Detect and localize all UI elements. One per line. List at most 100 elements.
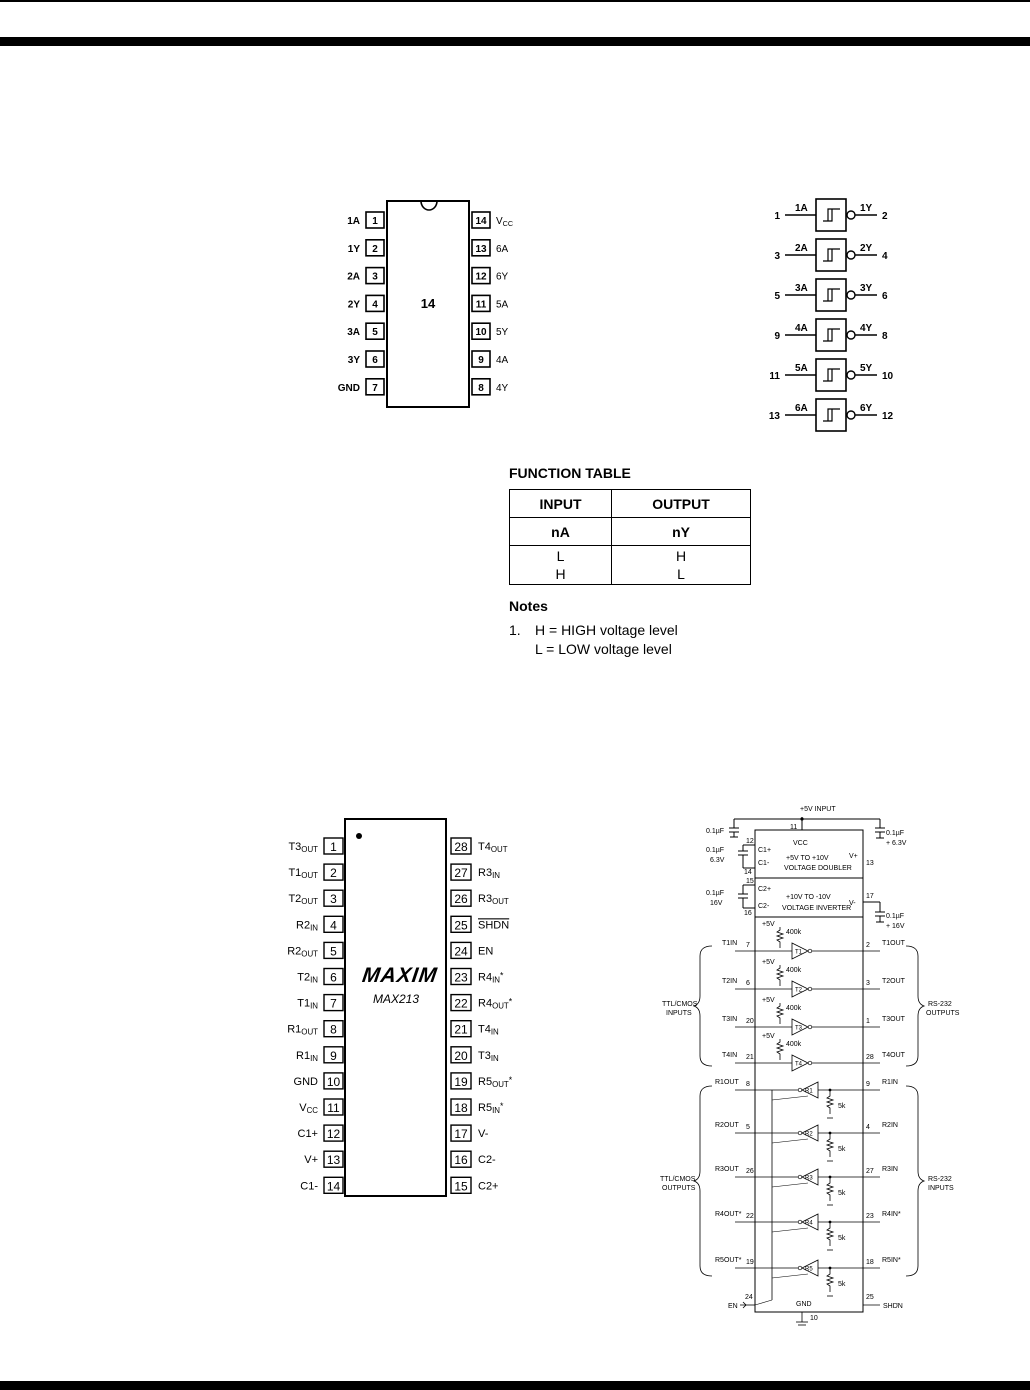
pin-name: R5IN* <box>478 1101 504 1115</box>
sch-ttl-inputs: TTL/CMOS <box>662 1001 698 1008</box>
pin-name: R4OUT* <box>478 997 513 1011</box>
notes-title: Notes <box>509 598 548 614</box>
pin-name: 5Y <box>496 327 509 338</box>
pin-number: 12 <box>475 272 487 283</box>
sch-gnd-pin: 10 <box>810 1315 818 1322</box>
pin-number: 7 <box>372 383 378 394</box>
pin-name: R1IN <box>296 1050 318 1063</box>
pin-box <box>471 377 491 396</box>
pin-name: 5A <box>496 299 509 310</box>
sch-pin: 25 <box>866 1294 874 1301</box>
function-table-title: FUNCTION TABLE <box>509 465 631 481</box>
sch-rx-res: 5k <box>838 1281 846 1288</box>
sch-driver-input: T1IN <box>722 940 737 947</box>
sch-receiver <box>735 1259 880 1297</box>
gate-input-name: 3A <box>795 283 808 294</box>
gate-output-name: 2Y <box>860 243 873 254</box>
pin-box <box>450 1176 472 1195</box>
gate-input-name: 2A <box>795 243 808 254</box>
gate-input-pin: 3 <box>774 251 780 262</box>
pin-box <box>323 1072 344 1090</box>
sch-receiver-input: R4IN* <box>882 1211 901 1218</box>
pin-box <box>365 239 385 257</box>
sch-driver <box>735 927 880 960</box>
note-line-1: H = HIGH voltage level <box>535 622 678 638</box>
pin-box <box>471 266 491 285</box>
pin-box <box>450 1124 472 1142</box>
sch-pullup-v: +5V <box>762 1033 775 1040</box>
pin-number: 22 <box>454 997 468 1011</box>
sch-doubler-label: VOLTAGE DOUBLER <box>784 865 852 872</box>
sch-receiver-input: R5IN* <box>882 1257 901 1264</box>
pin-name: T2IN <box>297 972 318 985</box>
sch-receiver-input: R3IN <box>882 1166 898 1173</box>
pin-box <box>450 1020 472 1038</box>
pin-number: 23 <box>454 971 468 985</box>
gate-output-pin: 12 <box>882 411 894 422</box>
gate-output-name: 5Y <box>860 363 873 374</box>
sch-cap-value: 0.1µF <box>706 828 724 835</box>
sch-pin-label: C2- <box>758 903 770 910</box>
pin-name: GND <box>338 383 360 394</box>
pin-name: R3IN <box>478 867 500 880</box>
pin-name: C2- <box>478 1154 496 1166</box>
sch-driver-output: T4OUT <box>882 1052 906 1059</box>
sch-receiver-output: R2OUT <box>715 1122 739 1129</box>
sch-cap-rating: 16V <box>710 900 723 907</box>
pin-name: 4A <box>496 355 509 366</box>
max213-part-label: MAX213 <box>373 992 419 1006</box>
sch-pin: 21 <box>746 1054 754 1061</box>
pin-name: 6Y <box>496 272 509 283</box>
pin-name: SHDN <box>478 919 509 931</box>
pin-number: 4 <box>372 299 378 310</box>
sch-ttl-outputs: TTL/CMOS <box>660 1176 696 1183</box>
sch-pin: 3 <box>866 980 870 987</box>
sch-pin-label: C2+ <box>758 886 771 893</box>
gate-output-name: 3Y <box>860 283 873 294</box>
pin-number: 3 <box>372 272 378 283</box>
pin-number: 20 <box>454 1049 468 1063</box>
pin-name: 3A <box>347 327 360 338</box>
sch-cap-value: 0.1µF <box>706 890 724 897</box>
sch-pullup-v: +5V <box>762 921 775 928</box>
pin-number: 9 <box>478 355 484 366</box>
note-number: 1. <box>509 622 521 638</box>
sch-driver <box>735 1039 880 1072</box>
gate-input-name: 6A <box>795 403 808 414</box>
sch-driver-input: T2IN <box>722 978 737 985</box>
pin-box <box>450 915 472 933</box>
gate-output-pin: 6 <box>882 291 888 302</box>
pin-number: 6 <box>330 971 337 985</box>
pin-box <box>450 1150 472 1168</box>
sch-en-label: EN <box>728 1303 738 1310</box>
pin-name: V+ <box>304 1154 318 1166</box>
pin-name: T3OUT <box>288 841 318 854</box>
sch-pin-label: C1- <box>758 860 770 867</box>
sch-vcc-label: VCC <box>793 840 808 847</box>
pin-name: 1A <box>347 216 360 227</box>
sch-pin: 4 <box>866 1124 870 1131</box>
pin-name: R3OUT <box>478 893 509 906</box>
sch-receiver <box>735 1213 880 1251</box>
note-1: 1.H = HIGH voltage level L = LOW voltage… <box>509 621 678 659</box>
gate-output-name: 1Y <box>860 203 873 214</box>
gate-input-pin: 11 <box>769 371 780 382</box>
ic14-center-label: 14 <box>421 296 436 311</box>
ft-input-value: H <box>555 566 566 582</box>
pin-box <box>365 294 385 313</box>
pin-box <box>323 889 344 907</box>
pin-name: R1OUT <box>287 1024 318 1037</box>
pin-number: 28 <box>454 840 468 854</box>
pin-box <box>323 1124 344 1142</box>
pin-box <box>365 322 385 341</box>
pin-name: R2IN <box>296 919 318 932</box>
sch-driver-input: T3IN <box>722 1016 737 1023</box>
pin-number: 2 <box>330 866 337 880</box>
pin-box <box>365 377 385 396</box>
